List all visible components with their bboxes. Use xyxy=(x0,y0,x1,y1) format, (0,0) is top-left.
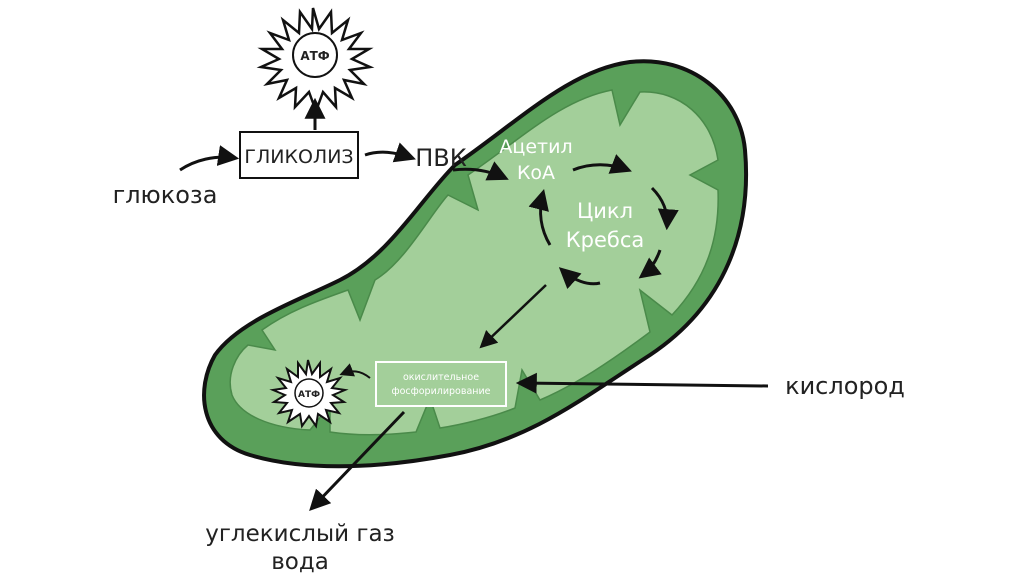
arrow-oxphos-to-atp xyxy=(339,363,371,379)
arrow-krebs-to-oxphos xyxy=(479,284,547,349)
products-label-line1: углекислый газ xyxy=(205,521,395,547)
krebs-cycle-label-line1: Цикл xyxy=(577,199,633,223)
glycolysis-label: ГЛИКОЛИЗ xyxy=(244,146,353,168)
atp-circle-inner xyxy=(294,378,324,408)
arrow-glycolysis-to-pvk xyxy=(364,142,416,163)
krebs-arrow-3 xyxy=(638,249,662,279)
krebs-arrow-5 xyxy=(528,188,552,246)
products-label-line2: вода xyxy=(271,549,329,574)
oxphos-box xyxy=(375,361,507,407)
oxphos-label-line2: фосфорилирование xyxy=(391,386,490,397)
arrow-oxygen-to-oxphos xyxy=(515,372,769,394)
krebs-arrow-2 xyxy=(650,186,679,231)
acetyl-coa-label-line2: КоА xyxy=(517,162,555,184)
arrow-glucose-to-glycolysis xyxy=(179,145,240,172)
atp-inner-label: АТФ xyxy=(298,390,320,400)
mitochondrion-matrix xyxy=(229,89,719,436)
krebs-arrow-4 xyxy=(558,267,601,290)
atp-top-label: АТФ xyxy=(300,49,329,63)
glucose-label: глюкоза xyxy=(113,181,218,209)
pvk-label: ПВК xyxy=(415,144,467,172)
atp-circle-top xyxy=(292,32,338,78)
acetyl-coa-label-line1: Ацетил xyxy=(499,136,572,158)
arrow-pvk-to-acetyl-coa xyxy=(452,161,509,181)
krebs-arrow-1 xyxy=(572,154,632,174)
oxphos-label-line1: окислительное xyxy=(403,372,479,383)
krebs-cycle-label-line2: Кребса xyxy=(566,228,645,252)
arrow-oxphos-to-products xyxy=(309,410,406,512)
glycolysis-box xyxy=(239,131,359,179)
oxygen-label: кислород xyxy=(785,372,905,400)
